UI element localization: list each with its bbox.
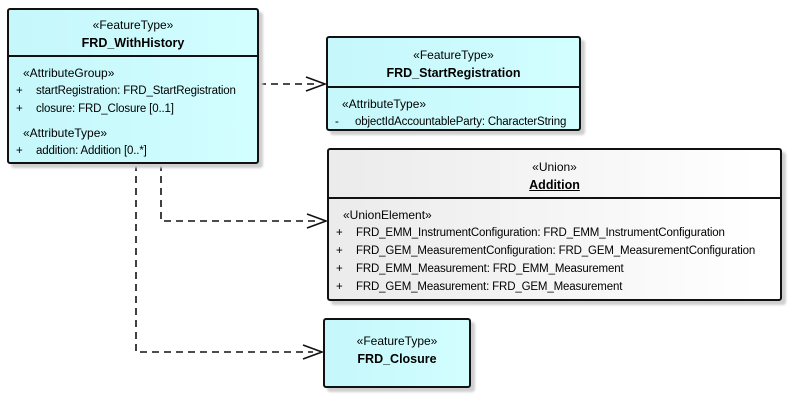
- stereotype-label: «FeatureType»: [92, 18, 174, 32]
- class-addition-union[interactable]: «Union» Addition «UnionElement» + FRD_EM…: [327, 148, 782, 301]
- class-name: Addition: [529, 178, 580, 192]
- visibility-marker: +: [336, 263, 343, 275]
- attribute-text: addition: Addition [0..*]: [36, 145, 147, 157]
- class-frd-closure[interactable]: «FeatureType» FRD_Closure: [323, 318, 471, 388]
- dependency-arrow-withhistory-to-startregistration[interactable]: [259, 76, 328, 92]
- attributes-compartment: «AttributeType» - objectIdAccountablePar…: [328, 86, 579, 129]
- class-name: FRD_WithHistory: [81, 36, 185, 50]
- class-header: «FeatureType» FRD_Closure: [325, 320, 469, 386]
- attribute-text: startRegistration: FRD_StartRegistration: [36, 85, 236, 97]
- section-heading-attributetype: «AttributeType»: [342, 97, 427, 111]
- visibility-marker: -: [335, 116, 339, 128]
- section-heading-attributegroup: «AttributeGroup»: [23, 66, 115, 80]
- stereotype-label: «Union»: [532, 160, 577, 174]
- section-heading-unionelement: «UnionElement»: [343, 208, 432, 222]
- class-frd-startregistration[interactable]: «FeatureType» FRD_StartRegistration «Att…: [326, 36, 581, 131]
- visibility-marker: +: [16, 103, 23, 115]
- open-arrowhead-icon: [302, 344, 325, 360]
- class-header: «Union» Addition: [329, 150, 780, 197]
- union-element-gem-measurementconfiguration[interactable]: + FRD_GEM_MeasurementConfiguration: FRD_…: [329, 242, 780, 260]
- section-heading-attributetype: «AttributeType»: [23, 126, 108, 140]
- attribute-startregistration[interactable]: + startRegistration: FRD_StartRegistrati…: [9, 82, 257, 100]
- class-frd-withhistory[interactable]: «FeatureType» FRD_WithHistory «Attribute…: [7, 8, 259, 164]
- attribute-objectidaccountableparty[interactable]: - objectIdAccountableParty: CharacterStr…: [328, 113, 579, 129]
- attribute-text: FRD_EMM_InstrumentConfiguration: FRD_EMM…: [356, 227, 725, 239]
- union-elements-compartment: «UnionElement» + FRD_EMM_InstrumentConfi…: [329, 197, 780, 296]
- open-arrowhead-icon: [305, 76, 328, 92]
- attribute-addition[interactable]: + addition: Addition [0..*]: [9, 142, 257, 160]
- union-element-emm-instrumentconfiguration[interactable]: + FRD_EMM_InstrumentConfiguration: FRD_E…: [329, 224, 780, 242]
- visibility-marker: +: [336, 227, 343, 239]
- class-name: FRD_Closure: [357, 352, 437, 366]
- open-arrowhead-icon: [306, 213, 329, 229]
- attributes-compartment: «AttributeGroup» + startRegistration: FR…: [9, 55, 257, 160]
- attribute-text: objectIdAccountableParty: CharacterStrin…: [355, 116, 567, 128]
- stereotype-label: «FeatureType»: [356, 334, 438, 348]
- visibility-marker: +: [336, 245, 343, 257]
- stereotype-label: «FeatureType»: [413, 48, 494, 62]
- visibility-marker: +: [16, 85, 23, 97]
- visibility-marker: +: [336, 281, 343, 293]
- attribute-text: FRD_EMM_Measurement: FRD_EMM_Measurement: [356, 263, 624, 275]
- union-element-gem-measurement[interactable]: + FRD_GEM_Measurement: FRD_GEM_Measureme…: [329, 278, 780, 296]
- attribute-text: FRD_GEM_MeasurementConfiguration: FRD_GE…: [356, 245, 756, 257]
- class-header: «FeatureType» FRD_StartRegistration: [328, 38, 579, 86]
- class-header: «FeatureType» FRD_WithHistory: [9, 10, 257, 55]
- visibility-marker: +: [16, 145, 23, 157]
- union-element-emm-measurement[interactable]: + FRD_EMM_Measurement: FRD_EMM_Measureme…: [329, 260, 780, 278]
- attribute-closure[interactable]: + closure: FRD_Closure [0..1]: [9, 100, 257, 118]
- dependency-arrow-withhistory-to-addition[interactable]: [160, 164, 329, 229]
- attribute-text: FRD_GEM_Measurement: FRD_GEM_Measurement: [356, 281, 623, 293]
- class-name: FRD_StartRegistration: [386, 66, 521, 80]
- attribute-text: closure: FRD_Closure [0..1]: [36, 103, 174, 115]
- dependency-arrow-withhistory-to-closure[interactable]: [135, 164, 325, 360]
